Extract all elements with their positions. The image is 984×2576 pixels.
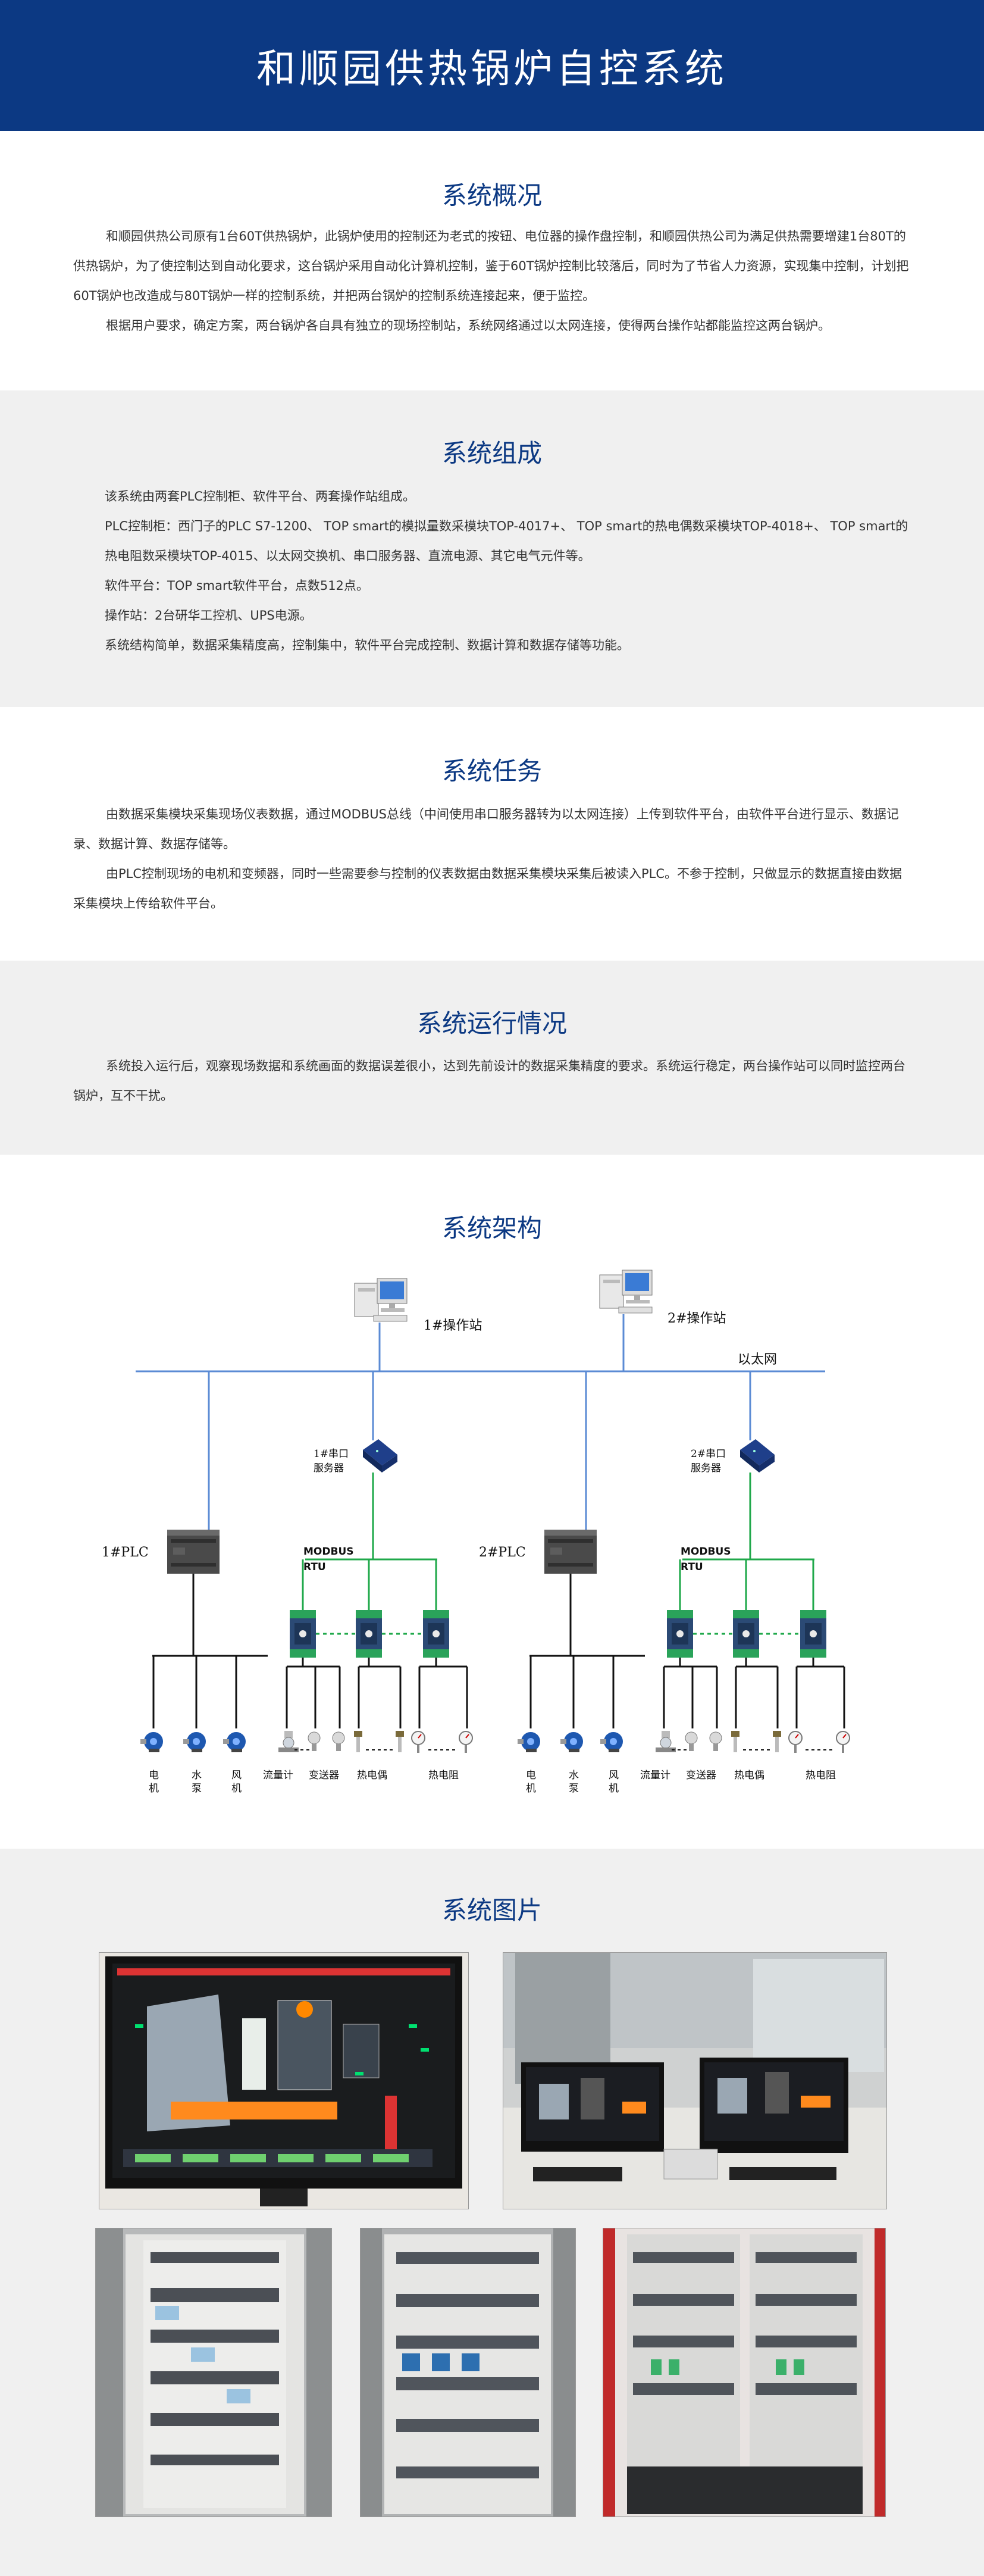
field-device-label: 流量计 — [263, 1770, 293, 1781]
task-section: 系统任务 由数据采集模块采集现场仪表数据，通过MODBUS总线（中间使用串口服务… — [0, 707, 984, 961]
composition-item: PLC控制柜：西门子的PLC S7-1200、 TOP smart的模拟量数采模… — [105, 519, 908, 563]
thermocouple-icon — [354, 1731, 362, 1752]
architecture-title: 系统架构 — [441, 1214, 542, 1243]
field-device-label: 电 — [526, 1770, 536, 1781]
plc-label: 1#PLC — [102, 1545, 149, 1560]
field-device-label: 变送器 — [686, 1770, 716, 1781]
io-module-icon — [667, 1610, 693, 1658]
architecture-section: 系统架构 — [0, 1155, 984, 1849]
rtd-icon — [459, 1731, 473, 1753]
task-body: 由数据采集模块采集现场仪表数据，通过MODBUS总线（中间使用串口服务器转为以太… — [73, 799, 911, 918]
thermocouple-icon — [731, 1731, 739, 1752]
field-device-label: 流量计 — [640, 1770, 670, 1781]
field-device-label: 水 — [192, 1770, 202, 1781]
io-module-icon — [356, 1610, 382, 1658]
composition-body: 该系统由两套PLC控制柜、软件平台、两套操作站组成。 PLC控制柜：西门子的PL… — [73, 482, 911, 660]
composition-item: 操作站：2台研华工控机、UPS电源。 — [105, 608, 312, 623]
field-device-label: 机 — [149, 1783, 159, 1795]
transmitter-icon — [709, 1731, 722, 1752]
bus-label: MODBUS — [681, 1546, 731, 1558]
overview-section: 系统概况 和顺园供热公司原有1台60T供热锅炉，此锅炉使用的控制还为老式的按钮、… — [0, 131, 984, 390]
serial-server-icon — [363, 1439, 397, 1473]
io-module-icon — [423, 1610, 449, 1658]
motor-icon — [183, 1732, 206, 1752]
serial-server-icon — [740, 1439, 775, 1473]
ethernet-label: 以太网 — [738, 1352, 777, 1367]
hmi-screen-photo — [99, 1952, 469, 2209]
io-module-icon — [290, 1610, 316, 1658]
field-device-label: 机 — [609, 1783, 619, 1795]
workstation-icon — [354, 1278, 408, 1322]
field-device-label: 热电偶 — [357, 1770, 387, 1781]
overview-body: 和顺园供热公司原有1台60T供热锅炉，此锅炉使用的控制还为老式的按钮、电位器的操… — [73, 221, 911, 340]
rtd-icon — [411, 1731, 425, 1753]
field-device-label: 风 — [231, 1770, 242, 1781]
task-paragraph: 由数据采集模块采集现场仪表数据，通过MODBUS总线（中间使用串口服务器转为以太… — [73, 807, 899, 851]
composition-item: 该系统由两套PLC控制柜、软件平台、两套操作站组成。 — [105, 489, 416, 504]
transmitter-icon — [308, 1731, 321, 1752]
task-paragraph: 由PLC控制现场的电机和变频器，同时一些需要参与控制的仪表数据由数据采集模块采集… — [73, 867, 902, 911]
field-device-label: 热电阻 — [428, 1770, 459, 1781]
composition-section: 系统组成 该系统由两套PLC控制柜、软件平台、两套操作站组成。 PLC控制柜：西… — [0, 390, 984, 707]
control-cabinet-photo — [95, 2228, 332, 2517]
motor-icon — [560, 1732, 583, 1752]
field-device-label: 电 — [149, 1770, 159, 1781]
station-label: 2#操作站 — [668, 1311, 726, 1326]
rtd-icon — [836, 1731, 850, 1753]
thermocouple-icon — [396, 1731, 404, 1752]
field-device-label: 泵 — [192, 1783, 202, 1795]
operation-title: 系统运行情况 — [416, 1009, 567, 1038]
control-cabinet-photo — [360, 2228, 576, 2517]
rtd-icon — [788, 1731, 803, 1753]
page-title: 和顺园供热锅炉自控系统 — [256, 46, 728, 92]
station-label: 1#操作站 — [424, 1318, 482, 1333]
task-title: 系统任务 — [441, 756, 542, 786]
motor-icon — [600, 1732, 623, 1752]
thermocouple-icon — [773, 1731, 781, 1752]
bus-label: RTU — [681, 1561, 703, 1573]
operation-section: 系统运行情况 系统投入运行后，观察现场数据和系统画面的数据误差很小，达到先前设计… — [0, 961, 984, 1155]
field-device-label: 风 — [609, 1770, 619, 1781]
serial-server-label: 2#串口 — [691, 1448, 726, 1460]
overview-paragraph: 和顺园供热公司原有1台60T供热锅炉，此锅炉使用的控制还为老式的按钮、电位器的操… — [73, 229, 909, 303]
bus-label: RTU — [303, 1561, 326, 1573]
field-device-label: 机 — [231, 1783, 242, 1795]
operation-paragraph: 系统投入运行后，观察现场数据和系统画面的数据误差很小，达到先前设计的数据采集精度… — [73, 1059, 905, 1103]
io-module-icon — [733, 1610, 759, 1658]
flowmeter-icon — [655, 1730, 676, 1753]
serial-server-label: 服务器 — [314, 1462, 344, 1474]
flowmeter-icon — [278, 1730, 299, 1753]
field-device-label: 变送器 — [309, 1770, 339, 1781]
io-module-icon — [800, 1610, 826, 1658]
transmitter-icon — [685, 1731, 698, 1752]
serial-server-label: 1#串口 — [314, 1448, 349, 1460]
transmitter-icon — [332, 1731, 345, 1752]
plc-label: 2#PLC — [479, 1545, 526, 1560]
motor-icon — [140, 1732, 163, 1752]
operator-desk-photo — [503, 1952, 887, 2209]
field-device-label: 水 — [569, 1770, 579, 1781]
motor-icon — [518, 1732, 540, 1752]
composition-item: 软件平台：TOP smart软件平台，点数512点。 — [105, 579, 369, 593]
plc-icon — [544, 1530, 597, 1574]
bus-label: MODBUS — [303, 1546, 354, 1558]
composition-title: 系统组成 — [441, 439, 542, 468]
plc-icon — [167, 1530, 220, 1574]
workstation-icon — [599, 1270, 653, 1314]
overview-title: 系统概况 — [441, 181, 542, 210]
field-device-label: 机 — [526, 1783, 536, 1795]
photos-title: 系统图片 — [441, 1896, 542, 1925]
field-device-label: 热电偶 — [734, 1770, 764, 1781]
serial-server-label: 服务器 — [691, 1462, 721, 1474]
overview-paragraph: 根据用户要求，确定方案，两台锅炉各自具有独立的现场控制站，系统网络通过以太网连接… — [106, 318, 831, 333]
page-banner: 和顺园供热锅炉自控系统 — [0, 0, 984, 131]
field-device-label: 热电阻 — [806, 1770, 836, 1781]
composition-item: 系统结构简单，数据采集精度高，控制集中，软件平台完成控制、数据计算和数据存储等功… — [105, 638, 629, 652]
photos-section: 系统图片 — [0, 1849, 984, 2576]
field-device-label: 泵 — [569, 1783, 579, 1795]
motor-icon — [223, 1732, 246, 1752]
control-cabinet-photo — [603, 2228, 886, 2517]
operation-body: 系统投入运行后，观察现场数据和系统画面的数据误差很小，达到先前设计的数据采集精度… — [73, 1051, 911, 1111]
